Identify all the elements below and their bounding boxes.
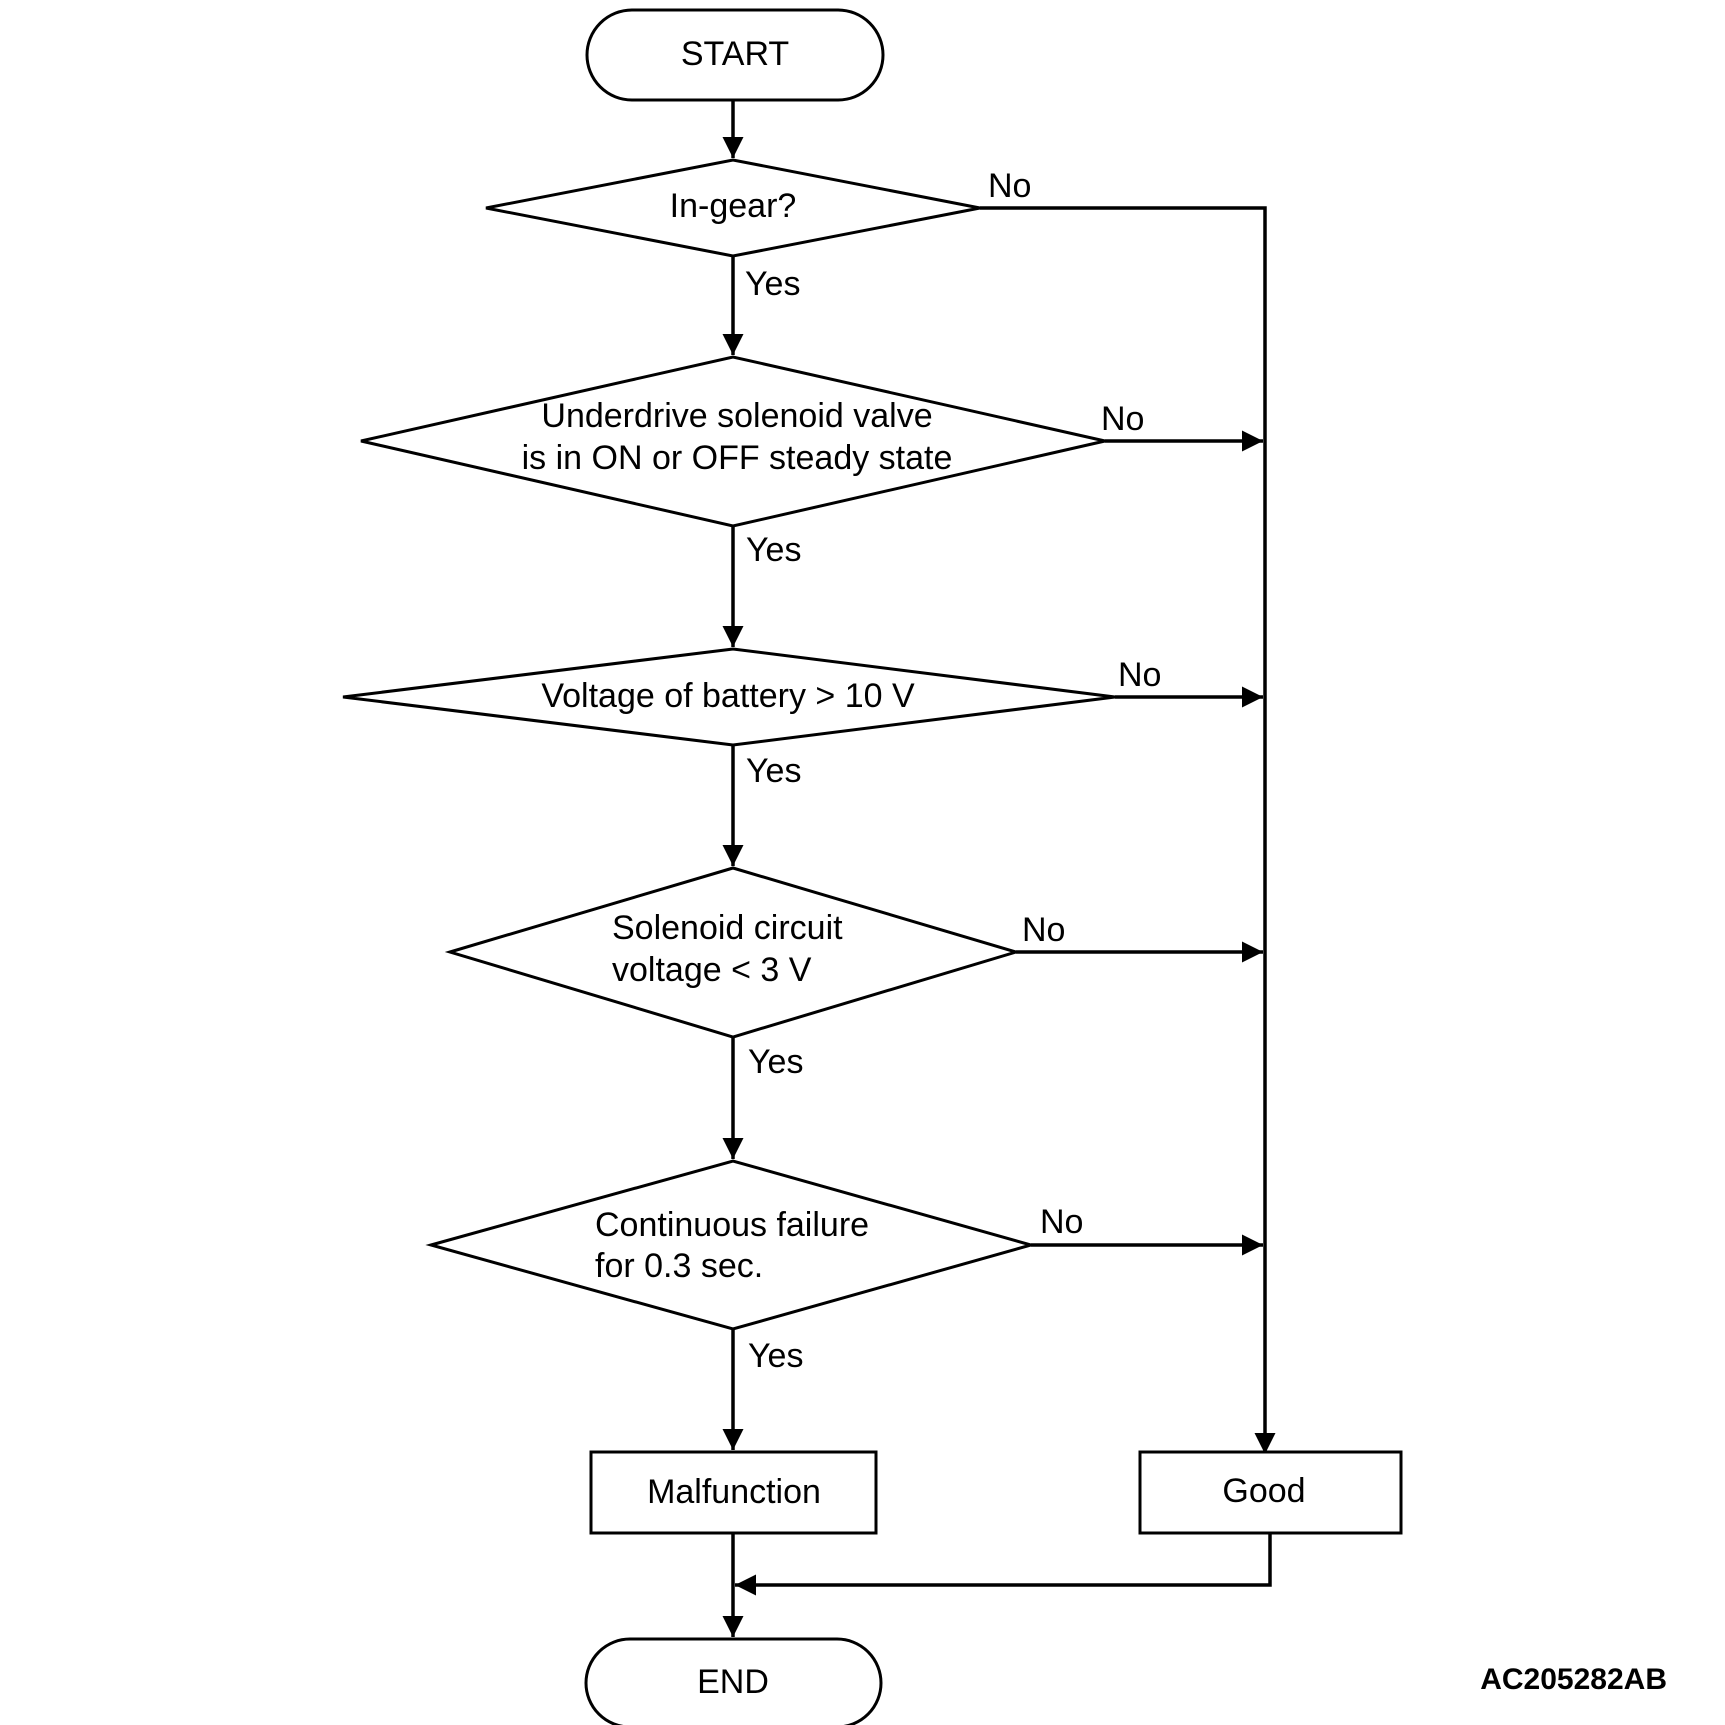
start-label: START bbox=[681, 35, 789, 73]
start-node: START bbox=[585, 8, 885, 102]
decision-solenoid-voltage-line2: voltage < 3 V bbox=[612, 951, 812, 989]
decision-continuous-failure-line2: for 0.3 sec. bbox=[595, 1247, 763, 1285]
arrow-d1-no bbox=[980, 206, 1276, 1454]
d3-no-label: No bbox=[1118, 656, 1161, 694]
d1-yes-label: Yes bbox=[745, 265, 800, 303]
decision-in-gear-label: In-gear? bbox=[670, 187, 797, 225]
decision-battery-voltage: Voltage of battery > 10 V bbox=[342, 647, 1116, 747]
d2-no-label: No bbox=[1101, 400, 1144, 438]
malfunction-label: Malfunction bbox=[647, 1473, 821, 1511]
decision-solenoid-voltage-line1: Solenoid circuit bbox=[612, 909, 843, 947]
end-node: END bbox=[584, 1637, 883, 1725]
arrow-good-merge bbox=[735, 1533, 1272, 1596]
d5-yes-label: Yes bbox=[748, 1337, 803, 1375]
d1-no-label: No bbox=[988, 167, 1031, 205]
d4-yes-label: Yes bbox=[748, 1043, 803, 1081]
decision-solenoid-state: Underdrive solenoid valve is in ON or OF… bbox=[360, 355, 1106, 528]
decision-solenoid-state-line2: is in ON or OFF steady state bbox=[522, 439, 953, 477]
figure-code: AC205282AB bbox=[1480, 1663, 1667, 1696]
decision-solenoid-state-line1: Underdrive solenoid valve bbox=[541, 397, 932, 435]
decision-in-gear: In-gear? bbox=[485, 158, 981, 258]
decision-continuous-failure: Continuous failure for 0.3 sec. bbox=[425, 1159, 1037, 1331]
malfunction-node: Malfunction bbox=[589, 1450, 878, 1535]
d5-no-label: No bbox=[1040, 1203, 1083, 1241]
decision-continuous-failure-line1: Continuous failure bbox=[595, 1206, 869, 1244]
end-label: END bbox=[697, 1663, 769, 1701]
decision-battery-voltage-label: Voltage of battery > 10 V bbox=[541, 677, 915, 715]
good-node: Good bbox=[1138, 1450, 1403, 1535]
d2-yes-label: Yes bbox=[746, 531, 801, 569]
d4-no-label: No bbox=[1022, 911, 1065, 949]
d3-yes-label: Yes bbox=[746, 752, 801, 790]
good-label: Good bbox=[1222, 1472, 1305, 1510]
decision-solenoid-voltage: Solenoid circuit voltage < 3 V bbox=[444, 866, 1022, 1039]
